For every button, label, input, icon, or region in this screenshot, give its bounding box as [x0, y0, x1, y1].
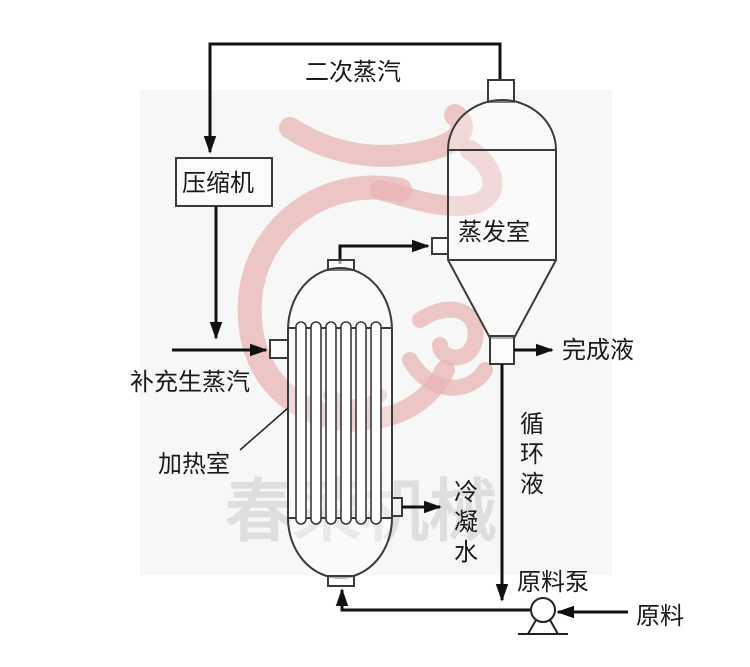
heater-bottom-nozzle	[327, 575, 355, 587]
compressor: 压缩机	[175, 157, 273, 207]
condensate-label-1: 冷	[454, 478, 478, 506]
condensate-label-3: 水	[454, 538, 478, 566]
return-to-heater-pipe	[335, 588, 530, 612]
finished-liquor-label: 完成液	[562, 336, 634, 364]
compressor-label: 压缩机	[182, 169, 254, 197]
circulating-liquor-label-1: 循	[520, 410, 544, 438]
heating-chamber-label: 加热室	[158, 450, 230, 478]
condensate-label-2: 凝	[454, 508, 478, 536]
heating-chamber-leader	[239, 407, 289, 451]
heater-top-nozzle	[327, 259, 355, 271]
heater-condensate-nozzle	[391, 497, 403, 517]
evaporator-inlet-nozzle	[431, 237, 449, 255]
heater-tubes	[295, 321, 382, 525]
circulating-liquor-label-2: 环	[520, 440, 544, 468]
heating-chamber	[269, 259, 403, 587]
evaporator-bottom-nozzle	[489, 335, 515, 365]
evaporation-chamber: 蒸发室	[431, 79, 557, 365]
feed-pump-icon	[518, 597, 568, 635]
heater-steam-inlet-nozzle	[269, 339, 289, 359]
secondary-steam-pipe	[203, 42, 502, 154]
circulating-liquor-label-3: 液	[520, 470, 544, 498]
feed-pump-label: 原料泵	[517, 568, 589, 596]
makeup-steam-label: 补充生蒸汽	[130, 368, 250, 396]
evaporator-top-nozzle	[487, 79, 515, 103]
evaporation-chamber-label: 蒸发室	[458, 218, 530, 246]
secondary-steam-label: 二次蒸汽	[305, 58, 401, 86]
feed-label: 原料	[636, 602, 684, 630]
heater-to-evaporator-pipe	[338, 239, 430, 264]
